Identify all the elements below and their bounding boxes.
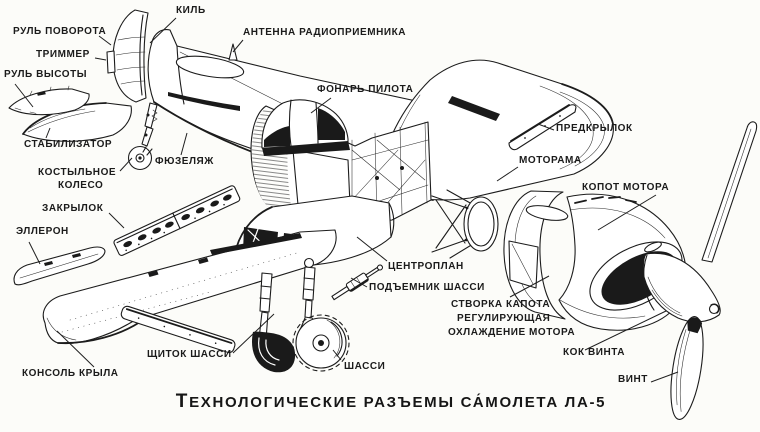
elevator-drawing xyxy=(8,85,90,116)
fuselage-label: ФЮЗЕЛЯЖ xyxy=(155,156,214,167)
gear-door-leader-line xyxy=(232,313,275,354)
engine-mount-drawing xyxy=(431,189,499,259)
gear-lift-leader-line xyxy=(350,277,368,288)
wing-console-leader-line xyxy=(56,330,95,368)
trimmer-drawing xyxy=(106,50,116,74)
propeller-label: ВИНТ xyxy=(618,374,648,385)
tail-wheel-drawing xyxy=(127,102,158,171)
flap-leader-line xyxy=(108,212,125,229)
gear-lift-drawing xyxy=(331,264,384,301)
engine-mount-leader-line xyxy=(496,166,519,182)
wing-console-drawing xyxy=(42,229,337,345)
cowl-flap-leader-line xyxy=(509,275,550,298)
fin-label: КИЛЬ xyxy=(176,5,206,16)
cowl-flap-label-line2: РЕГУЛИРУЮЩАЯ xyxy=(457,313,551,324)
gear-lift-label: ПОДЪЕМНИК ШАССИ xyxy=(369,282,485,293)
slat-drawing xyxy=(508,104,577,151)
diagram-title: ТЕХНОЛОГИЧЕСКИЕ РАЗЪЕМЫ СА́МОЛЕТА ЛА-5 xyxy=(175,391,607,412)
canopy-leader-line xyxy=(310,97,332,114)
fin-leader-line xyxy=(149,17,177,44)
slat-label: ПРЕДКРЫЛОК xyxy=(556,123,633,134)
leader-lines xyxy=(14,17,679,383)
cowl-flap-label-line1: СТВОРКА КАПОТА xyxy=(451,299,551,310)
tail-wheel-leader-line xyxy=(119,157,133,172)
engine-mount-label: МОТОРАМА xyxy=(519,155,582,166)
front-fuselage-drawing xyxy=(250,99,432,228)
landing-gear-drawing xyxy=(292,257,350,372)
tail-wheel-label-line1: КОСТЫЛЬНОЕ xyxy=(38,167,117,178)
aileron-drawing xyxy=(13,246,106,286)
cowl-flap-label-line3: ОХЛАЖДЕНИЕ МОТОРА xyxy=(448,327,576,338)
slat-leader-line xyxy=(537,123,555,131)
gear-door-label: ЩИТОК ШАССИ xyxy=(147,349,232,360)
center-section-label: ЦЕНТРОПЛАН xyxy=(388,261,464,272)
aileron-label: ЭЛЛЕРОН xyxy=(16,226,69,237)
stabilizer-label: СТАБИЛИЗАТОР xyxy=(24,139,113,150)
spinner-drawing xyxy=(642,252,721,323)
propeller-leader-line xyxy=(650,371,679,383)
cowling-leader-line xyxy=(597,194,657,231)
landing-gear-label: ШАССИ xyxy=(344,361,386,372)
antenna-leader-line xyxy=(232,39,244,53)
wing-console-label: КОНСОЛЬ КРЫЛА xyxy=(22,368,119,379)
right-wing-drawing xyxy=(378,59,614,201)
stabilizer-leader-line xyxy=(45,127,51,139)
propeller-drawing xyxy=(642,121,758,420)
gear-leg-door-drawing xyxy=(251,272,296,373)
fuselage-leader-line xyxy=(180,132,188,156)
cowling-label: КОПОТ МОТОРА xyxy=(582,182,670,193)
trimmer-leader-line xyxy=(94,57,107,61)
cowl-flap-ring-drawing xyxy=(503,190,569,320)
spinner-label: КОК ВИНТА xyxy=(563,347,626,358)
gear-door-strip-drawing xyxy=(120,305,236,354)
aileron-leader-line xyxy=(28,241,41,265)
flap-drawing xyxy=(113,185,241,256)
trimmer-label: ТРИММЕР xyxy=(36,49,90,60)
center-section-leader-line xyxy=(356,236,388,262)
rudder-leader-line xyxy=(98,35,112,46)
canopy-label: ФОНАРЬ ПИЛОТА xyxy=(317,84,414,95)
landing-gear-leader-line xyxy=(332,349,342,361)
spinner-leader-line xyxy=(584,310,667,351)
antenna-label: АНТЕННА РАДИОПРИЕМНИКА xyxy=(243,27,407,38)
rudder-label: РУЛЬ ПОВОРОТА xyxy=(13,26,107,37)
elevator-label: РУЛЬ ВЫСОТЫ xyxy=(4,69,88,80)
tail-wheel-label-line2: КОЛЕСО xyxy=(58,180,104,191)
rudder-drawing xyxy=(106,9,149,103)
flap-label: ЗАКРЫЛОК xyxy=(42,203,104,214)
elevator-leader-line xyxy=(14,83,34,108)
canopy-drawing xyxy=(261,99,350,156)
